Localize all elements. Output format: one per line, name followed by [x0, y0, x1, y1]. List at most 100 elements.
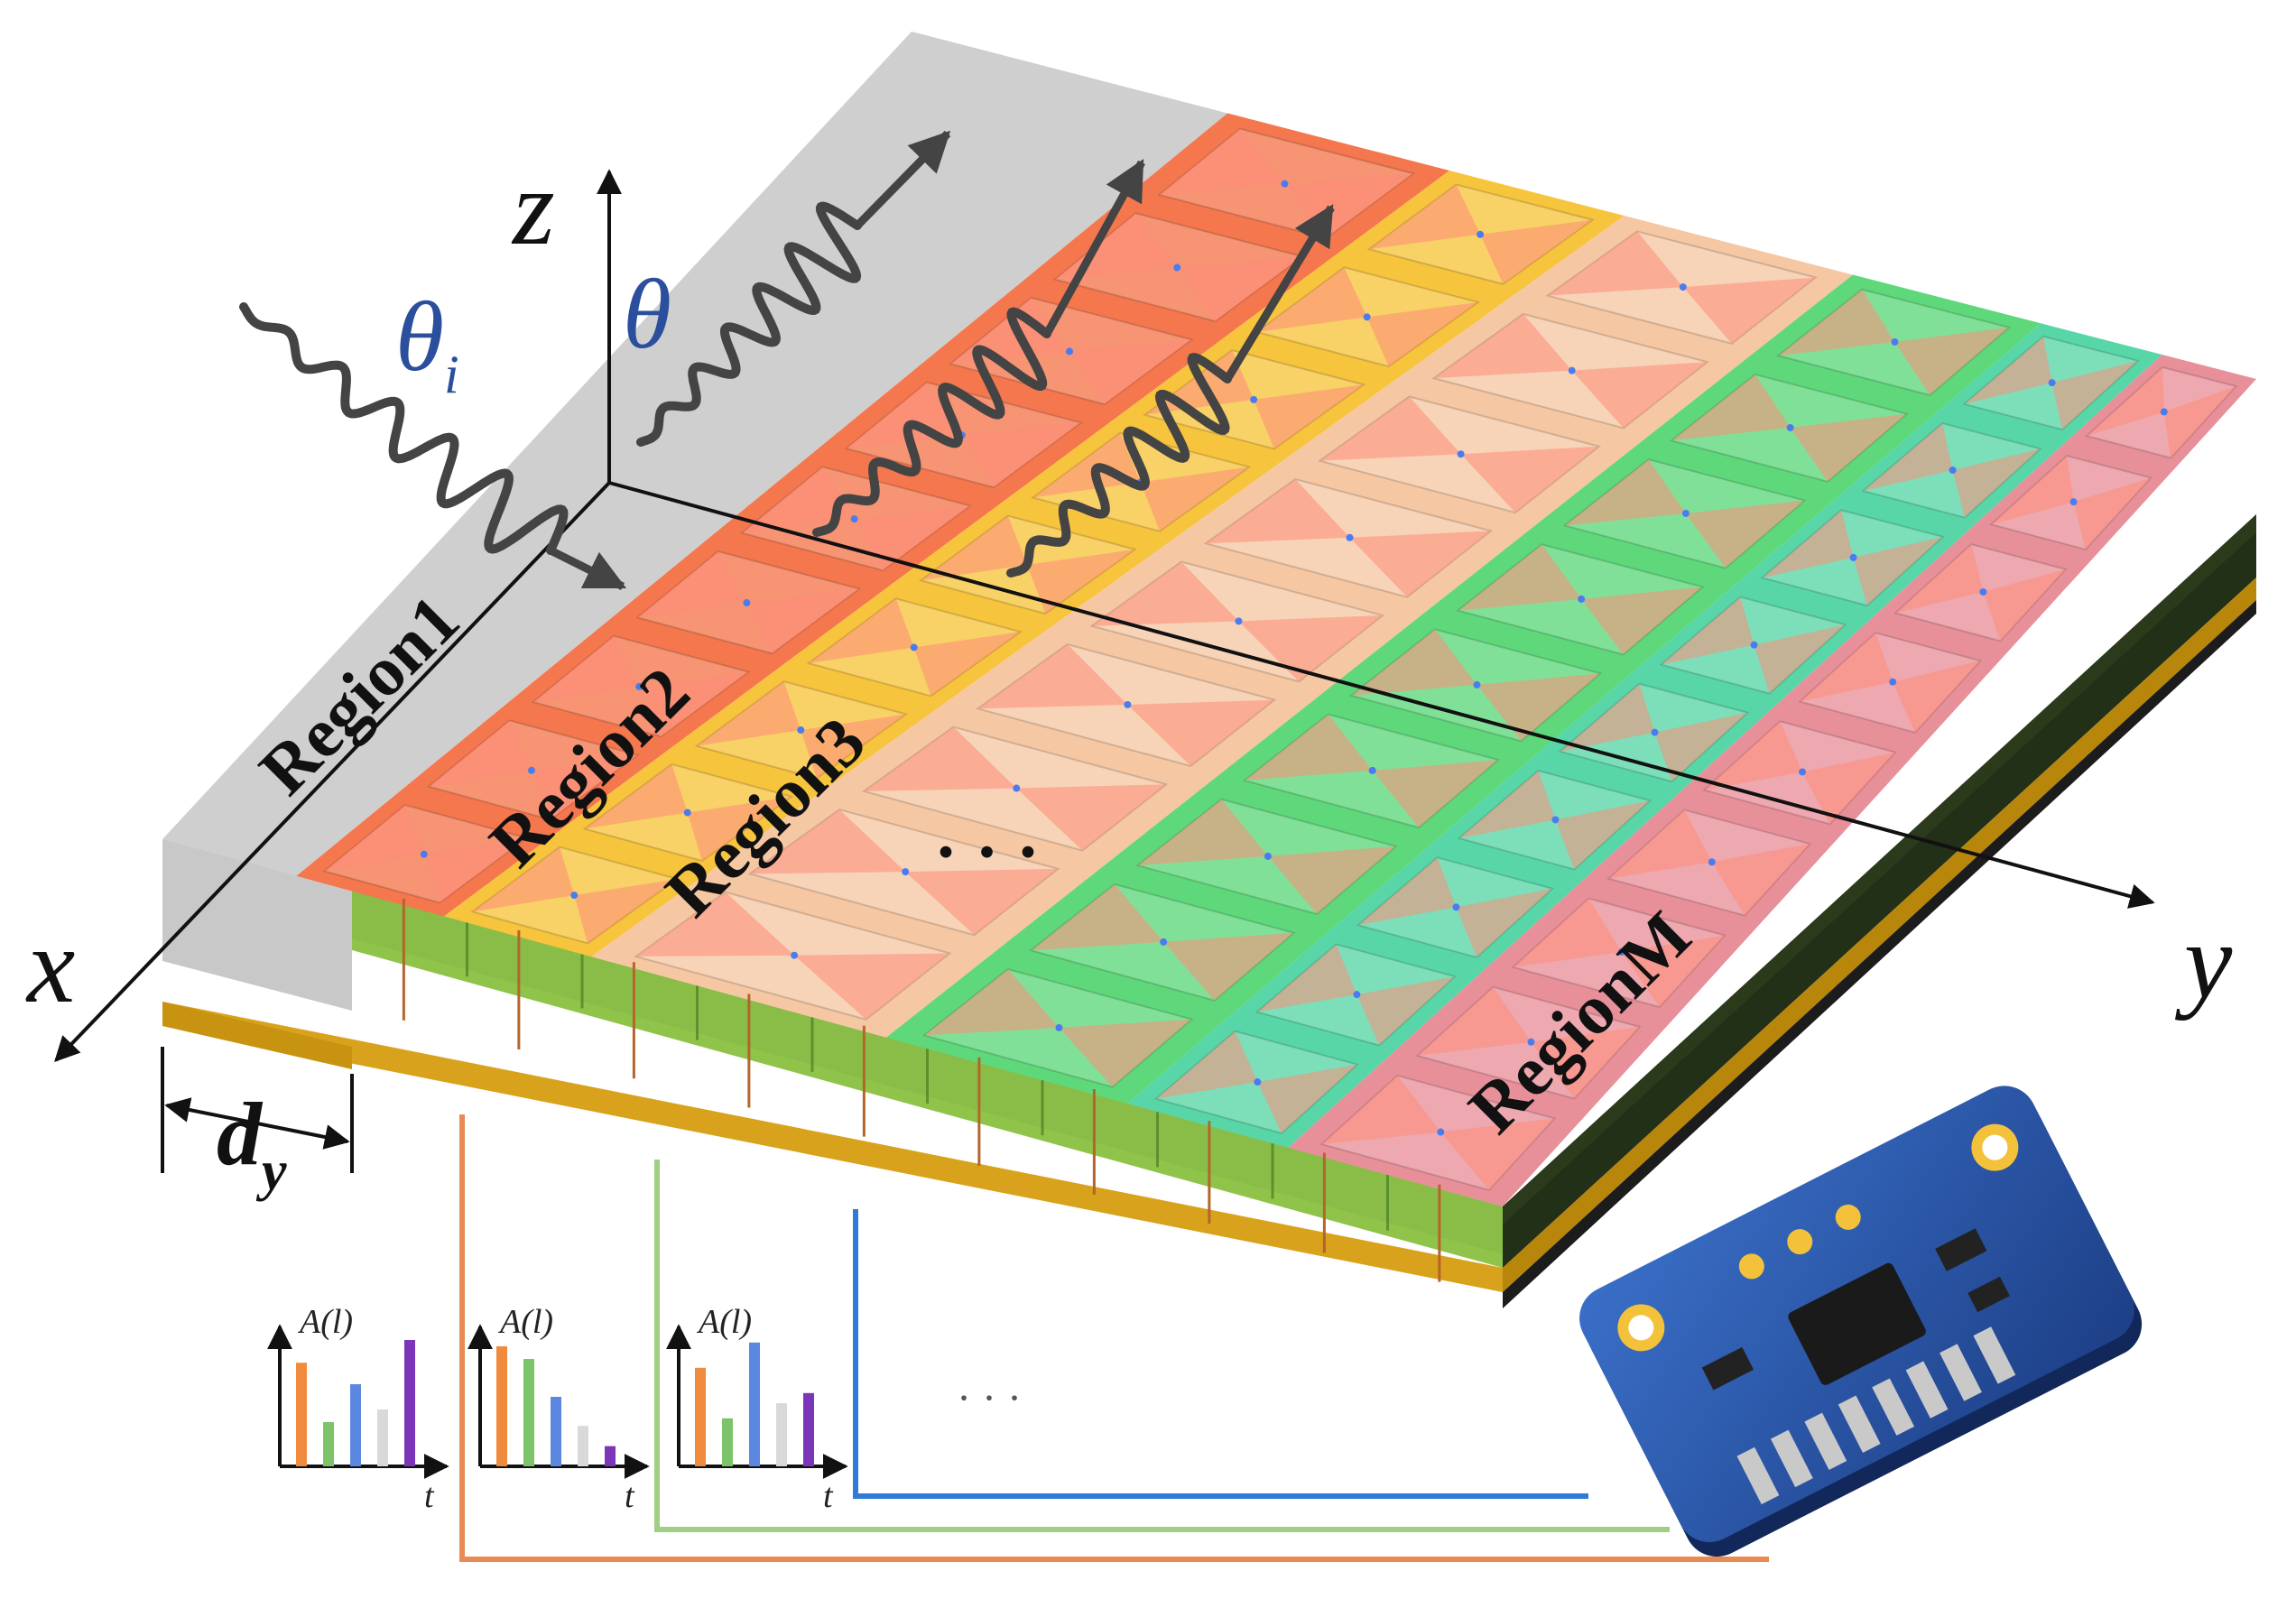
reflected-wave-1-arrow — [854, 130, 951, 229]
reflected-wave-2 — [812, 307, 1051, 537]
bowtie-left — [1321, 1075, 1441, 1145]
unit-cell-diode — [1457, 450, 1465, 458]
bowtie-right — [1069, 339, 1192, 404]
bowtie-left — [1895, 544, 1984, 614]
wire-orange — [459, 1114, 1769, 1562]
bowtie-right — [1163, 932, 1294, 1001]
unit-cell-diode — [2048, 379, 2056, 387]
dy-arrow — [164, 1097, 350, 1150]
bowtie-left — [921, 515, 1028, 581]
controller-board — [1579, 1086, 2143, 1557]
substrate-front-face-body — [352, 889, 1503, 1254]
unit-cell-diode — [1849, 553, 1857, 561]
chart-y-label: A(l) — [696, 1303, 752, 1341]
region-strip-7 — [1288, 355, 2256, 1206]
bowtie-left — [532, 635, 640, 703]
bowtie-right — [1127, 699, 1275, 766]
chart-bar — [496, 1346, 507, 1466]
unit-cell-diode — [1346, 533, 1354, 541]
chart-y-label: A(l) — [297, 1303, 353, 1341]
bowtie-right — [1952, 448, 2041, 518]
bowtie-left — [635, 892, 795, 956]
bowtie-right — [1460, 446, 1599, 513]
bowtie-right — [2163, 386, 2236, 458]
chart-x-label: t — [424, 1477, 435, 1515]
chart-ellipsis: · · · — [957, 1374, 1022, 1422]
bowtie-right — [1802, 752, 1895, 825]
bowtie-right — [1790, 413, 1907, 482]
unit-cell-diode — [2069, 498, 2078, 506]
chart-bar — [350, 1384, 361, 1466]
unit-cell-diode — [1979, 587, 1987, 596]
chart-bar — [695, 1367, 706, 1466]
bowtie-left — [1778, 289, 1895, 356]
waves — [239, 130, 1335, 591]
unit-cell-diode — [1264, 852, 1272, 860]
pcb-chip — [1788, 1262, 1926, 1385]
bowtie-right — [1456, 888, 1553, 957]
wire-green — [654, 1160, 1670, 1532]
ground-plane-right — [1503, 578, 2256, 1292]
metasurface-board — [162, 32, 2256, 1308]
unit-cell-diode — [791, 951, 799, 959]
bowtie-right — [1059, 1019, 1192, 1087]
bowtie-left — [864, 726, 1017, 791]
board-right-top-edge — [1503, 514, 2256, 1224]
bowtie-left — [1513, 898, 1622, 967]
header-pin — [1838, 1395, 1881, 1453]
bowtie-right — [1685, 500, 1805, 568]
unit-cell-diode — [910, 643, 918, 652]
bowtie-right — [905, 868, 1059, 936]
chart-x-label: t — [823, 1477, 834, 1515]
bowtie-left — [637, 551, 747, 618]
bowtie-right — [1853, 536, 1943, 606]
region-strip-5 — [885, 274, 2041, 1104]
bowtie-right — [2051, 360, 2138, 430]
dy-label: dy — [217, 1084, 287, 1202]
bowtie-left — [924, 969, 1060, 1036]
unit-cell-diode — [850, 515, 858, 523]
bowtie-right — [1027, 549, 1135, 615]
header-pin — [1736, 1446, 1780, 1505]
unit-cell-diode — [1473, 680, 1481, 688]
bowtie-left — [1351, 629, 1477, 696]
bowtie-right — [1477, 673, 1601, 742]
ground-plane-front — [162, 1002, 1503, 1292]
theta-i-subscript: i — [444, 345, 459, 404]
chart-bar — [749, 1342, 760, 1466]
bowtie-right — [1654, 712, 1748, 781]
bowtie-left — [1671, 374, 1791, 441]
bowtie-left — [324, 805, 424, 872]
pcb-component-3 — [1967, 1276, 2010, 1313]
bowtie-right — [746, 588, 859, 654]
unit-cell-diode — [1368, 766, 1376, 774]
unit-cell-diode — [1254, 1078, 1262, 1086]
chart-bar — [296, 1363, 307, 1466]
chart-bar — [776, 1403, 787, 1466]
y-axis-label: y — [2174, 901, 2233, 1021]
bowtie-left — [1991, 456, 2074, 525]
chart-bar — [803, 1392, 814, 1466]
bowtie-left — [809, 598, 914, 664]
unit-cell-diode — [1013, 784, 1021, 792]
unit-cell-diode — [1477, 230, 1485, 238]
bowtie-right — [854, 505, 970, 571]
amplitude-chart-3: A(l) t — [666, 1303, 848, 1515]
bowtie-right — [574, 879, 678, 944]
reflected-wave-2-arrow — [1043, 159, 1145, 337]
bowtie-left — [1091, 561, 1239, 626]
bowtie-right — [1254, 384, 1364, 449]
reflected-wave-1 — [636, 201, 862, 447]
reflected-wave-3 — [1006, 352, 1232, 578]
region1-front-face — [162, 839, 352, 1011]
amplitude-charts: A(l)tA(l)tA(l)t — [267, 1303, 848, 1515]
unit-cell-diode — [1786, 423, 1794, 431]
bowtie-left — [749, 809, 906, 874]
chart-x-label: t — [625, 1477, 635, 1515]
chart-bar — [605, 1446, 616, 1466]
unit-cell-diode — [1235, 617, 1243, 625]
reflected-wave-3-arrow — [1224, 204, 1335, 382]
bowtie-left — [1206, 479, 1350, 544]
bowtie-left — [1031, 883, 1164, 951]
incident-wave-arrow — [548, 546, 627, 591]
